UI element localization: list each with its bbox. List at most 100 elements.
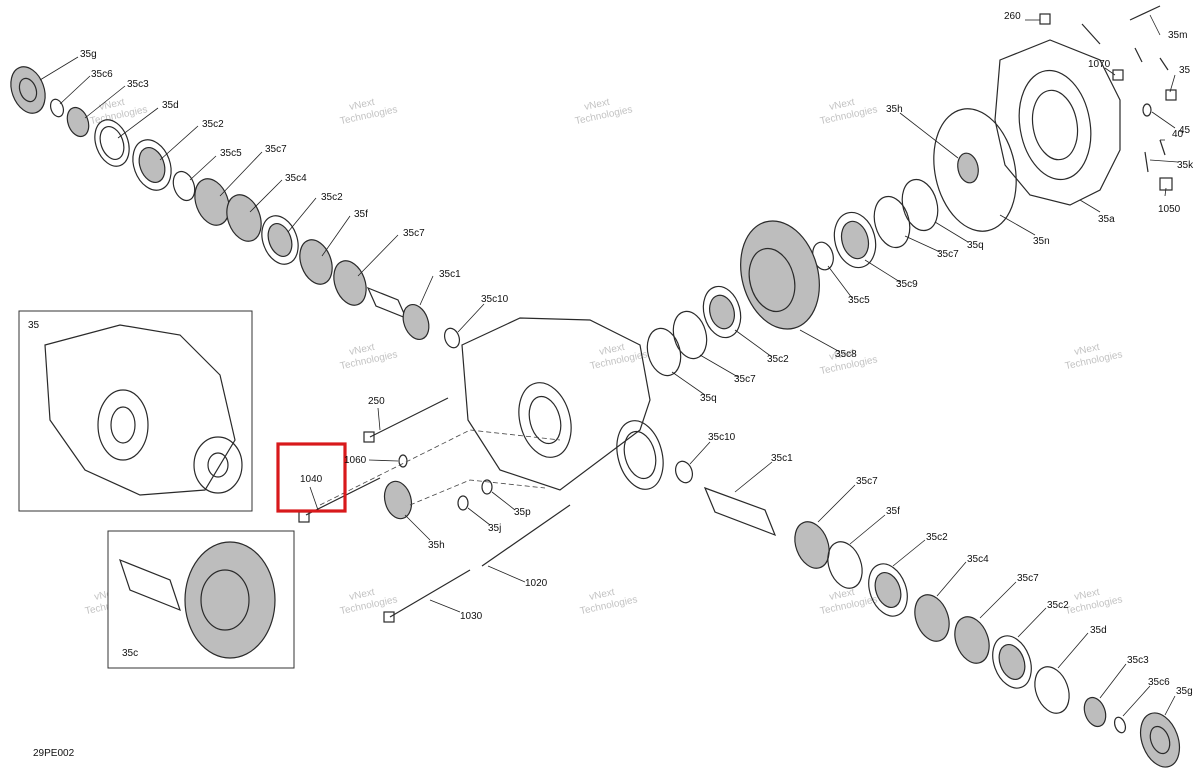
callout-label[interactable]: 35c9 <box>896 279 918 290</box>
callout-label[interactable]: 35c1 <box>439 269 461 280</box>
leader-line <box>979 581 1017 619</box>
bushing-35c10 <box>443 327 461 349</box>
callout-label[interactable]: 35c2 <box>926 532 948 543</box>
callout-label[interactable]: 35f <box>354 209 368 220</box>
leader-line <box>287 197 317 233</box>
nut-35c3 <box>1083 696 1107 728</box>
callout-label[interactable]: 35c2 <box>767 354 789 365</box>
fasteners-right <box>1039 5 1177 191</box>
leader-line <box>1149 159 1179 163</box>
watermark: vNext Technologies <box>339 342 398 372</box>
callout-label[interactable]: 35c10 <box>481 294 509 305</box>
callout-label[interactable]: 35c4 <box>967 554 989 565</box>
callout-label[interactable]: 35d <box>162 100 179 111</box>
shim-35f <box>299 239 333 285</box>
callout-label[interactable]: 250 <box>368 396 385 407</box>
callout-label[interactable]: 35g <box>1176 686 1193 697</box>
leader-line <box>849 514 886 545</box>
shim-35c4 <box>226 194 262 242</box>
watermark: vNext Technologies <box>579 587 638 617</box>
highlight-box[interactable] <box>276 442 347 513</box>
callout-label[interactable]: 40 <box>1172 129 1184 140</box>
shim-35c7 <box>194 178 230 226</box>
callout-label[interactable]: 260 <box>1004 11 1021 22</box>
callout-label[interactable]: 35k <box>1177 160 1194 171</box>
svg-text:vNext: vNext <box>583 97 611 113</box>
leader-line <box>377 407 381 431</box>
leader-line <box>817 484 856 523</box>
callout-label[interactable]: 1060 <box>344 455 367 466</box>
highlighted-callout-label[interactable]: 1040 <box>300 474 323 485</box>
leader-line <box>1099 663 1127 699</box>
watermark: vNext Technologies <box>1064 587 1123 617</box>
callout-label[interactable]: 35g <box>80 49 97 60</box>
bearing-rollers <box>267 222 293 258</box>
callout-label[interactable]: 35c3 <box>127 79 149 90</box>
svg-text:vNext: vNext <box>1073 342 1101 358</box>
callout-label[interactable]: 35c7 <box>734 374 756 385</box>
leader-line <box>1057 632 1089 669</box>
callout-label[interactable]: 35c7 <box>856 476 878 487</box>
callout-label[interactable]: 35c2 <box>202 119 224 130</box>
callout-label[interactable]: 35j <box>488 523 501 534</box>
callout-label[interactable]: 35c7 <box>1017 573 1039 584</box>
callout-label[interactable]: 35c5 <box>848 295 870 306</box>
callout-label[interactable]: 35c8 <box>835 349 857 360</box>
callout-label[interactable]: 35c7 <box>937 249 959 260</box>
svg-text:vNext: vNext <box>828 587 856 603</box>
callout-label[interactable]: 35h <box>886 104 903 115</box>
svg-text:vNext: vNext <box>828 97 856 113</box>
watermark: vNext Technologies <box>819 97 878 127</box>
assembly-path <box>409 479 546 506</box>
svg-text:vNext: vNext <box>1073 587 1101 603</box>
callout-label[interactable]: 35a <box>1098 214 1115 225</box>
bolt-head <box>383 611 395 623</box>
diagram-code: 29PE002 <box>33 748 75 759</box>
callout-label[interactable]: 35c6 <box>1148 677 1170 688</box>
leader-line <box>799 329 841 353</box>
callout-label[interactable]: 35c3 <box>1127 655 1149 666</box>
callout-label[interactable]: 35c1 <box>771 453 793 464</box>
leader-line <box>491 491 516 511</box>
callout-label[interactable]: 35c7 <box>403 228 425 239</box>
callout-label[interactable]: 35d <box>1090 625 1107 636</box>
leader-line <box>689 441 711 465</box>
svg-text:vNext: vNext <box>348 342 376 358</box>
bolt-35k <box>1144 151 1149 173</box>
callout-label[interactable]: 35c2 <box>321 192 343 203</box>
leader-line <box>309 486 319 511</box>
bearing-rollers <box>998 643 1026 681</box>
leader-line <box>1169 74 1176 93</box>
nut-35c3 <box>66 106 90 138</box>
leader-line <box>357 234 399 277</box>
callout-label[interactable]: 35p <box>514 507 531 518</box>
callout-label[interactable]: 1070 <box>1088 59 1111 70</box>
callout-label[interactable]: 45 <box>1179 125 1191 136</box>
callout-label[interactable]: 1050 <box>1158 204 1181 215</box>
bolt-1030 <box>389 569 471 618</box>
callout-label[interactable]: 35n <box>1033 236 1050 247</box>
housing-bore <box>518 382 572 458</box>
bearing-rollers <box>709 294 735 330</box>
ring-35c6 <box>49 98 65 118</box>
callout-label[interactable]: 35 <box>1179 65 1191 76</box>
callout-label[interactable]: 35c5 <box>220 148 242 159</box>
callout-label[interactable]: 35c10 <box>708 432 736 443</box>
callout-label[interactable]: 35c7 <box>265 144 287 155</box>
callout-label[interactable]: 35c4 <box>285 173 307 184</box>
callout-label[interactable]: 35q <box>967 240 984 251</box>
leader-line <box>699 354 739 378</box>
callout-label[interactable]: 35m <box>1168 30 1187 41</box>
bolt-1040 <box>305 477 381 516</box>
callout-label[interactable]: 35c6 <box>91 69 113 80</box>
pinion-shaft-35c1 <box>703 486 777 537</box>
leader-line <box>321 215 351 257</box>
callout-label[interactable]: 1020 <box>525 578 548 589</box>
leader-line <box>1164 187 1167 197</box>
callout-label[interactable]: 35c2 <box>1047 600 1069 611</box>
leader-line <box>734 461 773 493</box>
callout-label[interactable]: 1030 <box>460 611 483 622</box>
callout-label[interactable]: 35q <box>700 393 717 404</box>
callout-label[interactable]: 35f <box>886 506 900 517</box>
callout-label[interactable]: 35h <box>428 540 445 551</box>
